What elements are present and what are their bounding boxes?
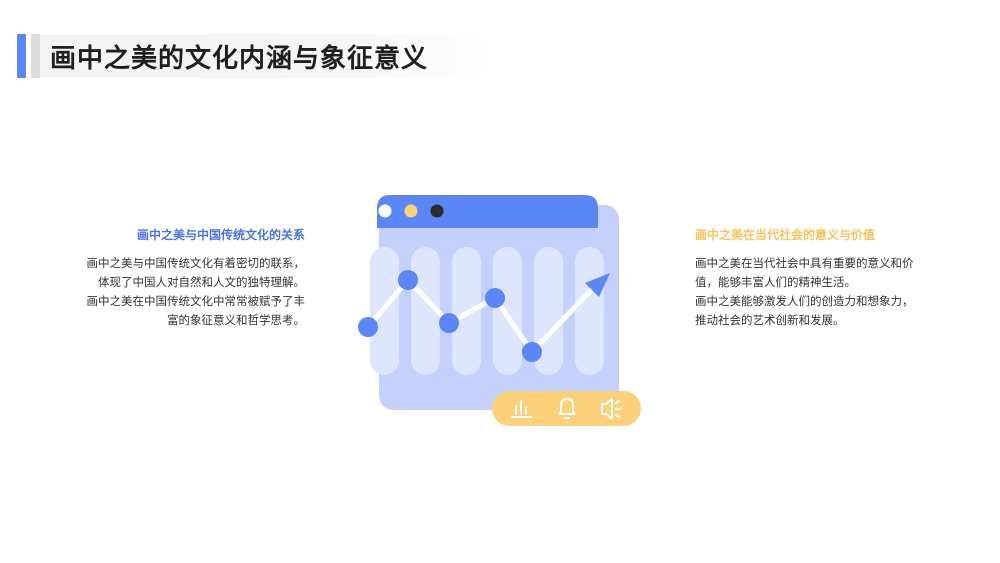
right-line: 画中之美在当代社会中具有重要的意义和价 [695,256,914,270]
left-line: 画中之美与中国传统文化有着密切的联系， [86,256,306,270]
left-line: 画中之美在中国传统文化中常常被赋予了丰 [86,294,306,308]
trend-point [439,313,459,333]
right-heading: 画中之美在当代社会的意义与价值 [695,228,876,242]
right-paragraph: 画中之美在当代社会中具有重要的意义和价 值，能够丰富人们的精神生活。 画中之美能… [695,254,935,330]
window-dot-white [378,204,392,218]
left-line: 富的象征意义和哲学思考。 [167,313,305,327]
bar-chart-icon[interactable] [511,400,532,418]
trend-line [365,277,601,355]
trend-point [485,288,505,308]
title-accent-bar [17,34,26,78]
title-block: 画中之美的文化内涵与象征意义 [17,34,489,78]
page-title: 画中之美的文化内涵与象征意义 [50,43,429,74]
bell-icon[interactable] [558,398,576,419]
speaker-icon[interactable] [601,398,621,420]
trend-point [398,270,418,290]
window-dot-yellow [404,204,418,218]
left-line: 体现了中国人对自然和人文的独特理解。 [98,275,305,289]
trend-point [358,317,378,337]
pill-column [411,247,440,375]
left-paragraph: 画中之美与中国传统文化有着密切的联系， 体现了中国人对自然和人文的独特理解。 画… [65,254,306,330]
trend-point [522,342,542,362]
right-line: 画中之美能够激发人们的创造力和想象力， [695,294,914,308]
right-line: 推动社会的艺术创新和发展。 [695,313,845,327]
analytics-illustration [358,195,641,426]
title-gray-bar [31,34,40,78]
left-heading: 画中之美与中国传统文化的关系 [136,228,305,242]
window-dot-dark [430,204,444,218]
window-header [377,195,598,228]
trend-arrow-head [585,273,610,297]
pill-column [575,247,604,375]
right-text-block: 画中之美在当代社会的意义与价值 画中之美在当代社会中具有重要的意义和价 值，能够… [695,226,935,330]
left-text-block: 画中之美与中国传统文化的关系 画中之美与中国传统文化有着密切的联系， 体现了中国… [65,226,306,330]
title-box: 画中之美的文化内涵与象征意义 [40,34,489,78]
right-line: 值，能够丰富人们的精神生活。 [695,275,856,289]
pill-column [493,247,522,375]
